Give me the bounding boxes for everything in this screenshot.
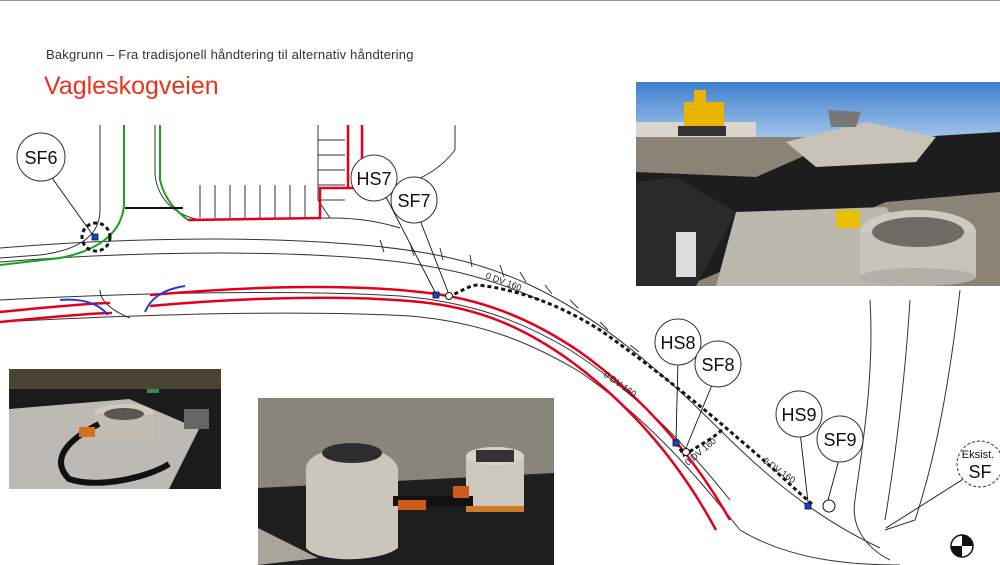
label-eksist: Eksist.: [962, 449, 994, 461]
drainage-pipes: [80, 221, 813, 506]
green-curbs: [0, 125, 189, 266]
pipe-label-4: 0 DV 160: [761, 455, 797, 485]
photo-concrete-chambers-image: [258, 398, 554, 565]
label-hs9: HS9: [781, 405, 816, 425]
photo-gravel-manhole: [9, 369, 221, 489]
label-sf7: SF7: [397, 191, 430, 211]
pipe-label-2: 0 DV 160: [602, 369, 638, 399]
slide-subtitle: Bakgrunn – Fra tradisjonell håndtering t…: [46, 47, 414, 62]
photo-excavation-manhole: [636, 82, 1000, 286]
slide-top-border: [0, 0, 1000, 1]
label-sf9: SF9: [823, 430, 856, 450]
photo-concrete-chambers: [258, 398, 554, 565]
label-sf8: SF8: [701, 355, 734, 375]
label-eksist-sf: SF: [968, 462, 991, 482]
label-sf6: SF6: [24, 148, 57, 168]
blue-curves: [59, 285, 186, 316]
photo-excavation-manhole-image: [636, 82, 1000, 286]
photo-gravel-manhole-image: [9, 369, 221, 489]
survey-marker-icon: [950, 534, 974, 558]
road-ticks: [379, 239, 640, 353]
manhole-markers: [91, 233, 836, 513]
label-hs7: HS7: [356, 169, 391, 189]
label-circles: [16, 132, 1000, 488]
label-hs8: HS8: [660, 333, 695, 353]
slide-title: Vagleskogveien: [44, 72, 219, 100]
parking-stalls: [199, 139, 345, 218]
